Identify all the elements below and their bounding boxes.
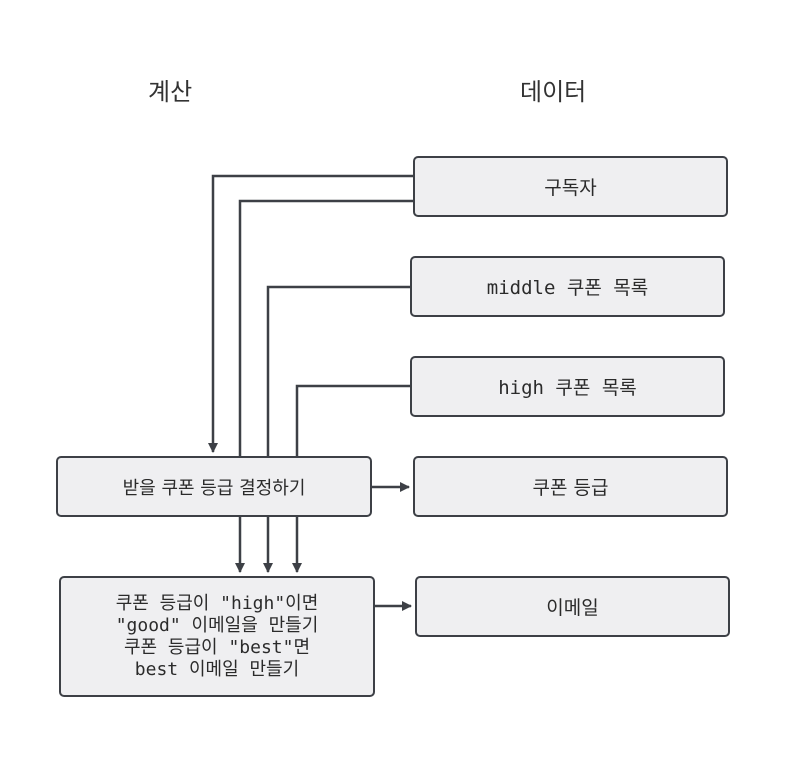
data-box-middle-coupons: middle 쿠폰 목록 [410,256,725,317]
data-box-coupon-grade: 쿠폰 등급 [413,456,728,517]
data-box-subscribers: 구독자 [413,156,728,217]
data-box-email-label: 이메일 [546,597,599,619]
connector-middle-to-decide [266,285,410,456]
data-box-middle-coupons-label: middle 쿠폰 목록 [486,277,649,299]
compute-box-decide-grade-label: 받을 쿠폰 등급 결정하기 [122,477,306,499]
data-box-high-coupons: high 쿠폰 목록 [410,356,725,417]
connector-subscribers-to-decide-1 [208,174,413,453]
compute-box-make-email-label: 쿠폰 등급이 "high"이면 "good" 이메일을 만들기 쿠폰 등급이 "… [115,592,319,680]
data-box-subscribers-label: 구독자 [544,177,597,199]
compute-box-decide-grade: 받을 쿠폰 등급 결정하기 [56,456,372,517]
data-box-email: 이메일 [415,576,730,637]
data-box-coupon-grade-label: 쿠폰 등급 [532,477,609,499]
data-box-high-coupons-label: high 쿠폰 목록 [498,377,637,399]
column-header-data: 데이터 [520,78,587,106]
connector-high-to-decide [295,384,410,456]
connector-subscribers-to-decide-2 [238,199,413,456]
column-header-compute: 계산 [148,78,193,106]
compute-box-make-email: 쿠폰 등급이 "high"이면 "good" 이메일을 만들기 쿠폰 등급이 "… [59,576,375,697]
